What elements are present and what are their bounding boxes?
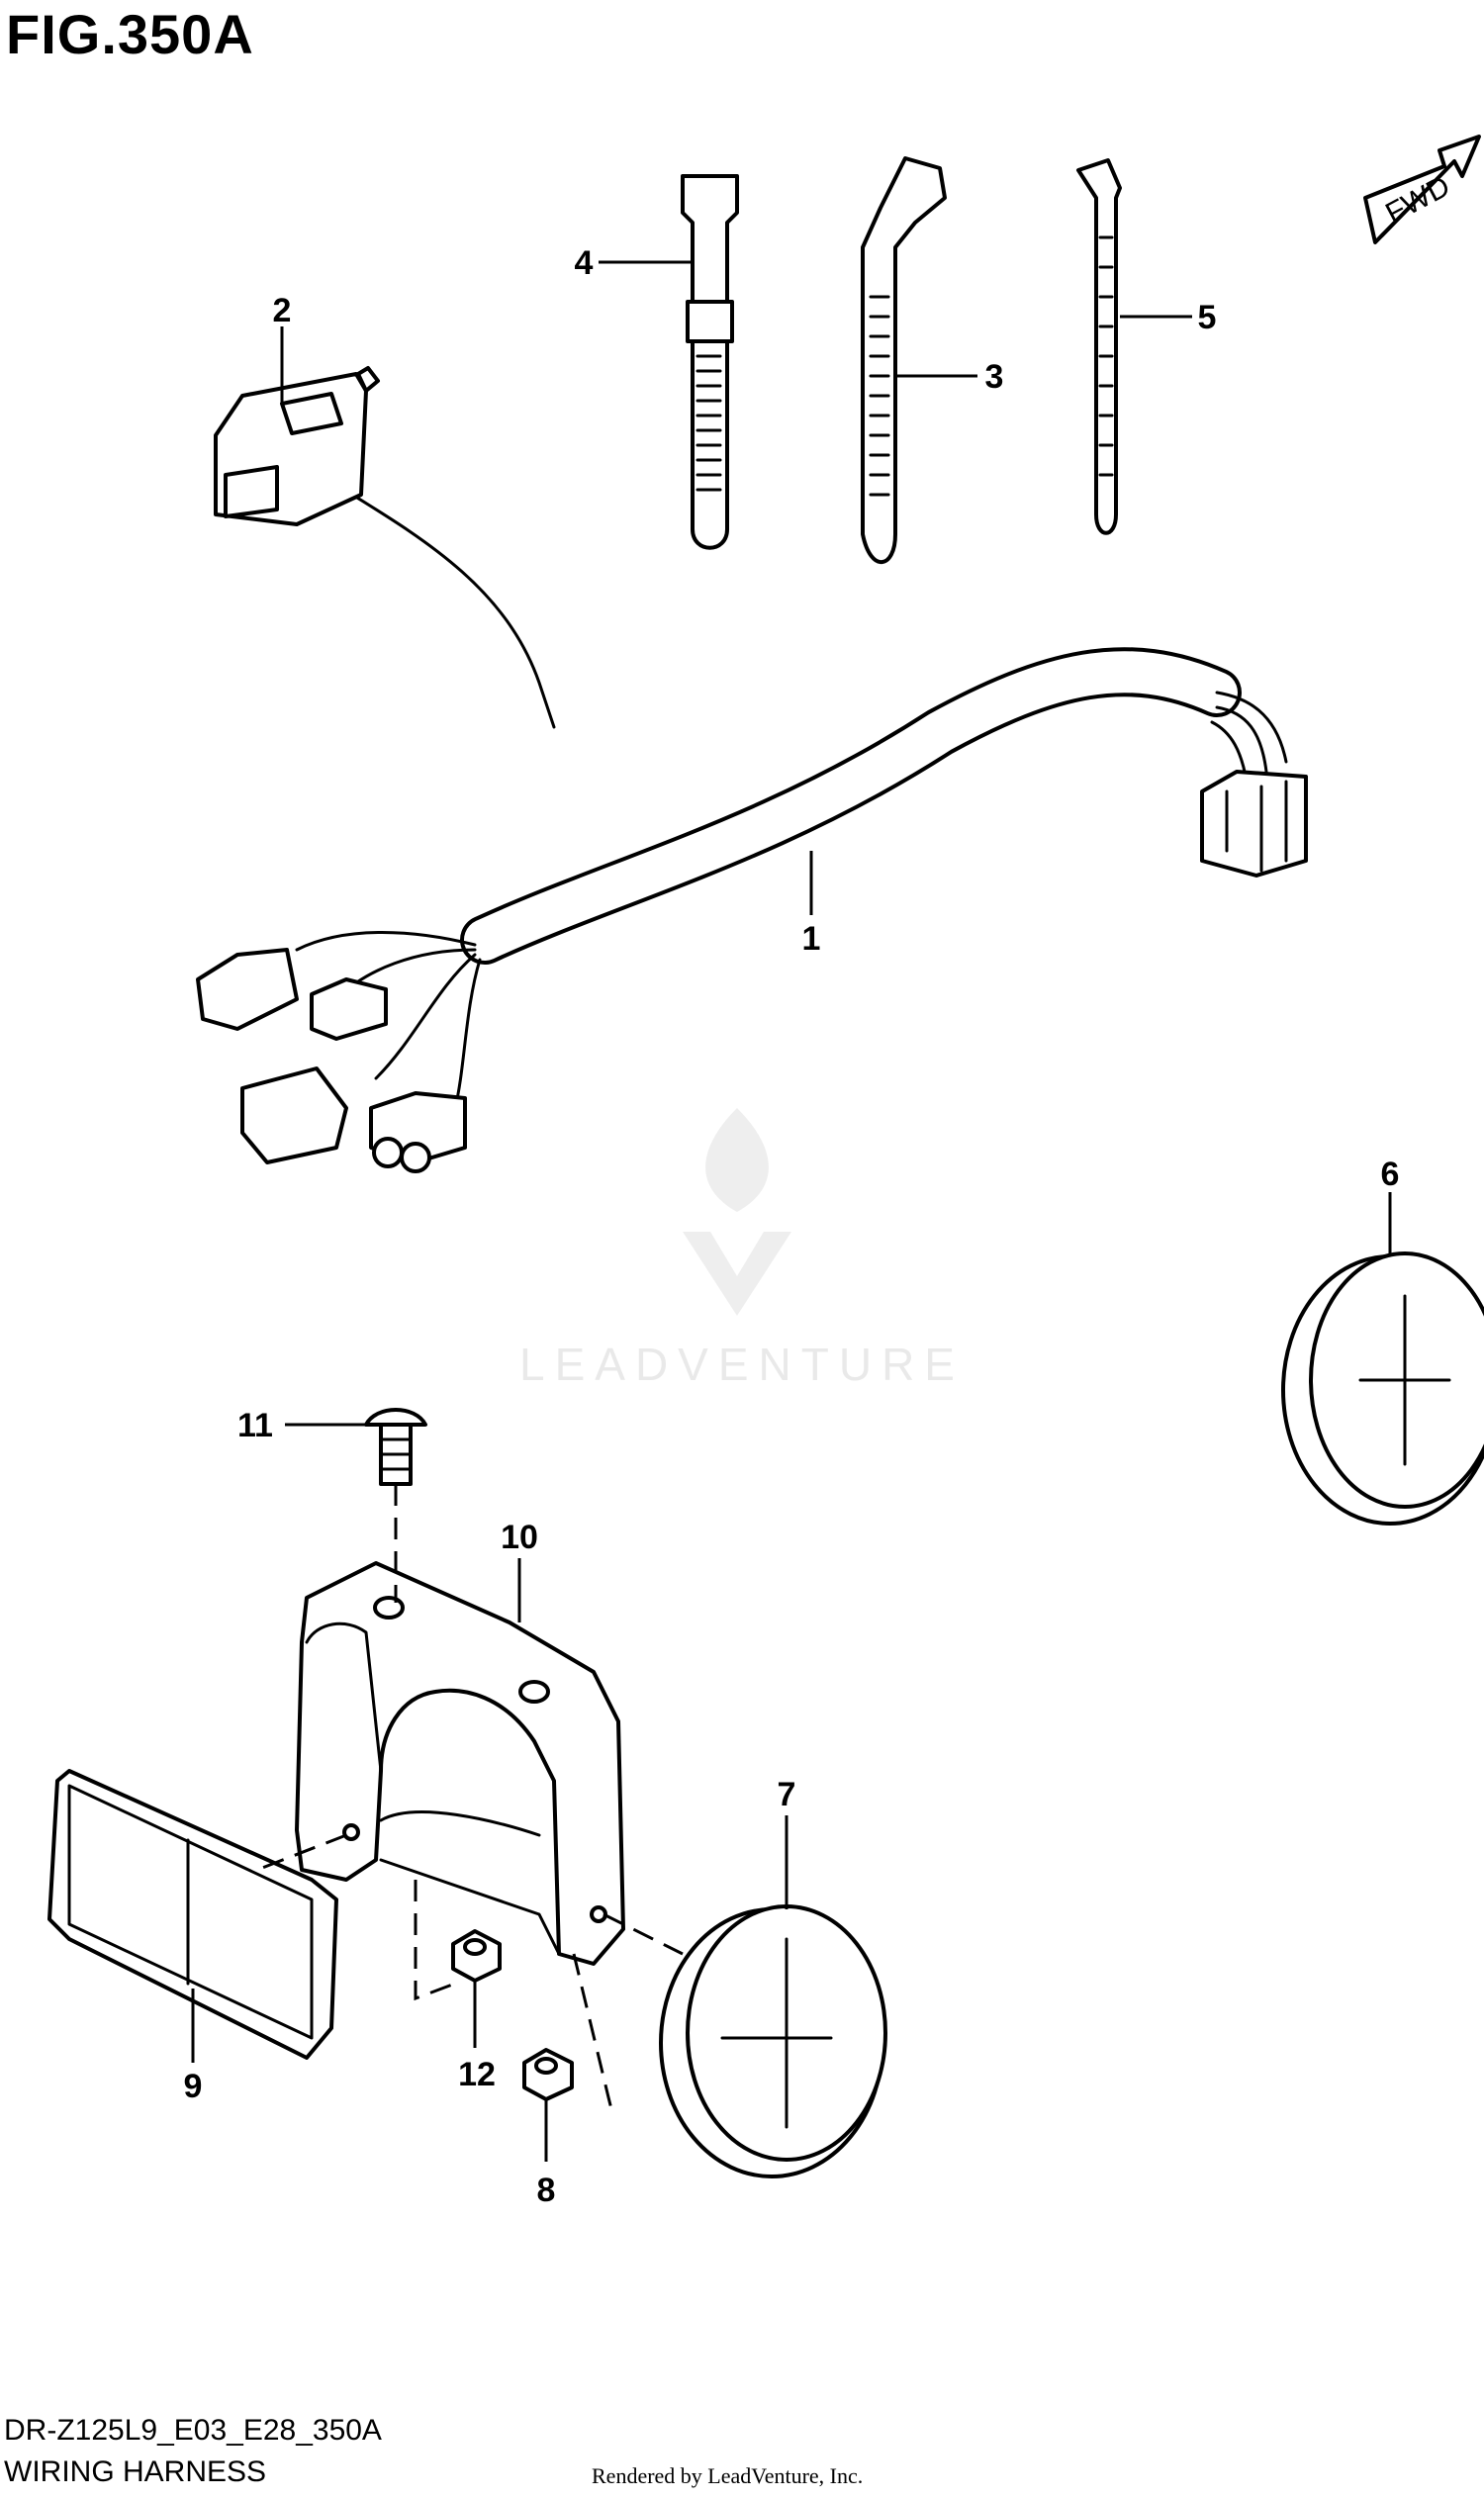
callout-9: 9 [184,2068,203,2105]
round-reflector-7-part [659,1904,887,2178]
callout-12: 12 [458,2056,496,2093]
callout-1: 1 [802,920,821,958]
leader-lines [191,260,1392,2162]
cable-clamp-part [861,156,947,565]
callout-5: 5 [1198,299,1217,336]
round-reflector-6-part [1281,1251,1484,1526]
cable-tie-part [1076,158,1122,535]
watermark-text: LEADVENTURE [519,1339,965,1390]
section-name: WIRING HARNESS [4,2455,267,2488]
callout-10: 10 [501,1519,538,1556]
nut-8-part [522,2048,574,2101]
rectangular-reflector-part [47,1769,338,2060]
leadventure-watermark-logo: LEADVENTURE [519,1108,965,1390]
callout-8: 8 [537,2172,556,2209]
callout-7: 7 [778,1776,796,1813]
model-code: DR-Z125L9_E03_E28_350A [4,2414,382,2447]
render-credit: Rendered by LeadVenture, Inc. [592,2463,864,2488]
screw-part [364,1408,427,1486]
fwd-arrow-icon: FWD [1363,135,1481,244]
reflector-bracket-part [295,1561,625,1966]
nut-12-part [451,1929,502,1983]
callout-3: 3 [985,358,1004,396]
callout-4: 4 [575,244,594,282]
wire-harness-part [196,647,1308,1173]
callout-2: 2 [273,292,292,329]
callout-6: 6 [1381,1156,1400,1193]
assembly-lines [256,1484,684,2118]
callout-11: 11 [237,1407,273,1444]
band-clamp-part [681,174,739,550]
switch-connector-part [214,366,556,729]
figure-title: FIG.350A [6,3,254,65]
